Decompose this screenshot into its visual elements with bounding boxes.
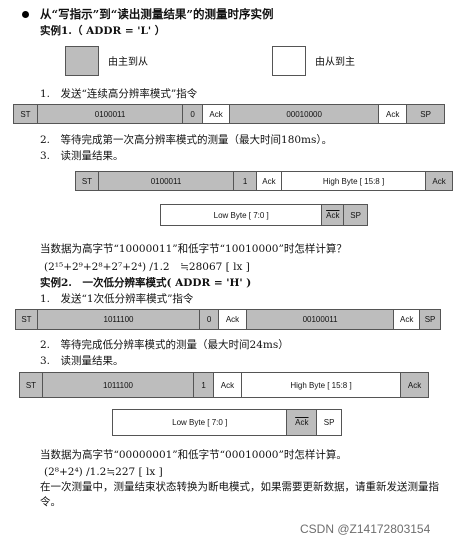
stop-bit: SP [420, 310, 441, 329]
low-byte: Low Byte [ 7:0 ] [161, 205, 323, 225]
instruction-byte: 00100011 [246, 310, 395, 329]
example2-calc-question: 当数据为高字节“00000001”和低字节“00010000”时怎样计算。 [40, 449, 347, 461]
not-ack-bit: Ack [322, 205, 345, 225]
rw-bit: 1 [234, 172, 258, 190]
example1-read-frame: ST 0100011 1 Ack High Byte [ 15:8 ] Ack [75, 171, 453, 191]
ack-bit: Ack [401, 373, 428, 397]
low-byte: Low Byte [ 7:0 ] [113, 410, 288, 435]
bullet-dot [22, 11, 29, 18]
start-bit: ST [14, 105, 38, 123]
legend-slave-to-master-label: 由从到主 [315, 57, 355, 68]
example2-calc-answer: (2⁸+2⁴) /1.2≒227 [ lx ] [44, 466, 163, 478]
ack-bit: Ack [379, 105, 408, 123]
example2-read-frame: ST 1011100 1 Ack High Byte [ 15:8 ] Ack [19, 372, 429, 398]
slave-address: 1011100 [37, 310, 201, 329]
ack-bit: Ack [257, 172, 282, 190]
high-byte: High Byte [ 15:8 ] [281, 172, 427, 190]
example1-step3: 3. 读测量结果。 [40, 150, 124, 162]
legend-master-to-slave-swatch [65, 46, 99, 76]
example1-low-byte-frame: Low Byte [ 7:0 ] Ack SP [160, 204, 368, 226]
example1-write-frame: ST 0100011 0 Ack 00010000 Ack SP [13, 104, 445, 124]
legend-slave-to-master-swatch [272, 46, 306, 76]
slave-address: 0100011 [98, 172, 235, 190]
slave-address: 1011100 [42, 373, 195, 397]
example1-heading: 实例1.（ ADDR = 'L' ） [40, 25, 166, 37]
stop-bit: SP [344, 205, 367, 225]
stop-bit: SP [317, 410, 342, 435]
ack-bit: Ack [214, 373, 242, 397]
stop-bit: SP [407, 105, 444, 123]
example2-write-frame: ST 1011100 0 Ack 00100011 Ack SP [15, 309, 441, 330]
instruction-byte: 00010000 [229, 105, 380, 123]
example1-calc-answer: (2¹⁵+2⁹+2⁸+2⁷+2⁴) /1.2 ≒28067 [ lx ] [44, 261, 250, 273]
page-title: 从“写指示”到“读出测量结果”的测量时序实例 [40, 7, 274, 21]
rw-bit: 0 [200, 310, 220, 329]
example1-step1: 1. 发送“连续高分辨率模式”指令 [40, 88, 198, 100]
example2-heading: 实例2. 一次低分辨率模式( ADDR = 'H' ) [40, 277, 252, 289]
high-byte: High Byte [ 15:8 ] [241, 373, 402, 397]
rw-bit: 0 [183, 105, 204, 123]
example2-low-byte-frame: Low Byte [ 7:0 ] Ack SP [112, 409, 342, 436]
ack-bit: Ack [219, 310, 247, 329]
rw-bit: 1 [194, 373, 215, 397]
ack-bit: Ack [203, 105, 230, 123]
example2-note-line2: 令。 [40, 496, 61, 508]
ack-bit: Ack [394, 310, 421, 329]
example2-step2: 2. 等待完成低分辨率模式的测量（最大时间24ms） [40, 339, 289, 351]
example2-note-line1: 在一次测量中，测量结束状态转换为断电模式，如果需要更新数据，请重新发送测量指 [40, 481, 439, 493]
watermark: CSDN @Z14172803154 [300, 522, 431, 536]
ack-bit: Ack [426, 172, 452, 190]
start-bit: ST [20, 373, 43, 397]
slave-address: 0100011 [37, 105, 184, 123]
start-bit: ST [76, 172, 99, 190]
legend-master-to-slave-label: 由主到从 [108, 57, 148, 68]
not-ack-bit: Ack [287, 410, 318, 435]
start-bit: ST [16, 310, 38, 329]
example1-calc-question: 当数据为高字节“10000011”和低字节“10010000”时怎样计算？ [40, 243, 347, 255]
example2-step3: 3. 读测量结果。 [40, 355, 124, 367]
example1-step2: 2. 等待完成第一次高分辨率模式的测量（最大时间180ms）。 [40, 134, 333, 146]
example2-step1: 1. 发送“1次低分辨率模式”指令 [40, 293, 194, 305]
